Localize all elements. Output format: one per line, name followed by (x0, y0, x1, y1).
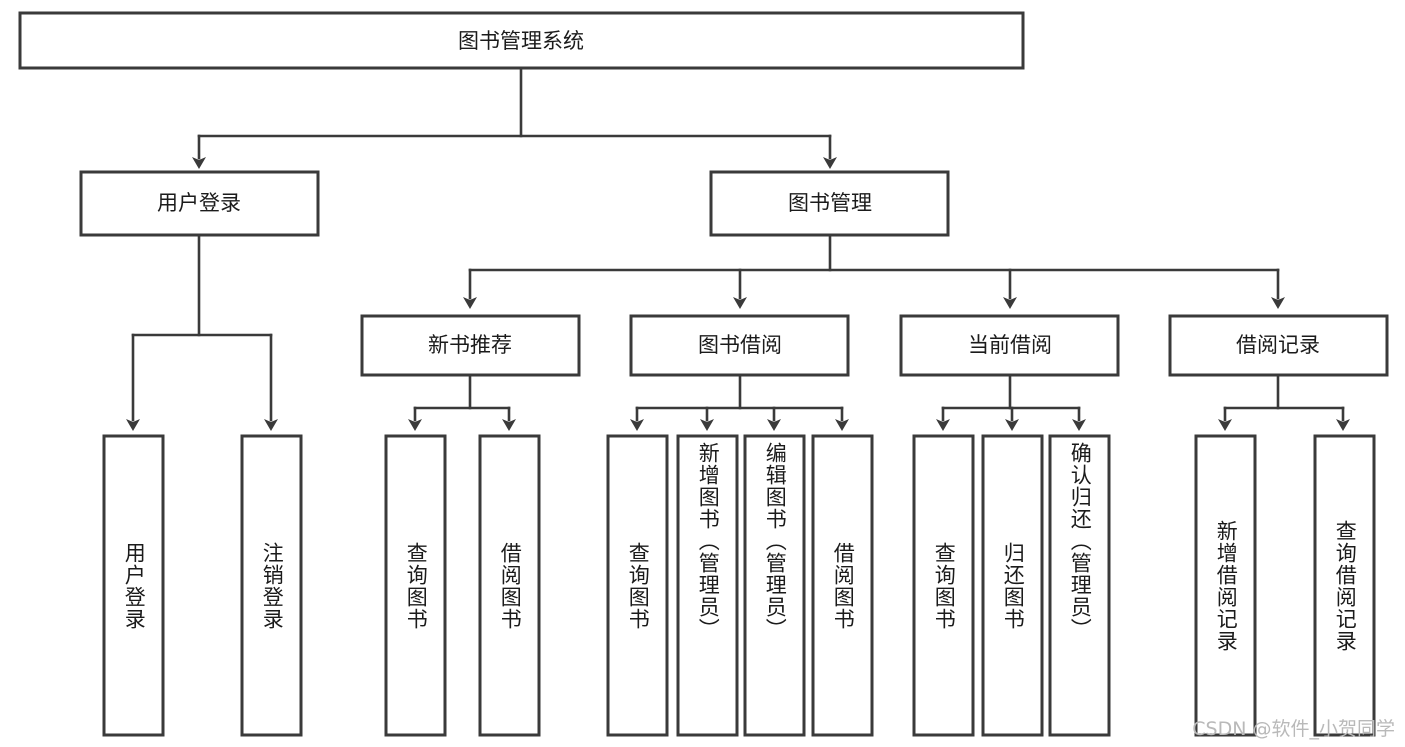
node-book-borrow[interactable]: 图书借阅 (629, 314, 850, 377)
leaf-node-return-book[interactable] (981, 434, 1044, 737)
node-root[interactable]: 图书管理系统 (18, 11, 1025, 70)
node-user-login[interactable]: 用户登录 (79, 170, 320, 237)
connector-book-mgmt-to-level3 (463, 230, 1285, 309)
node-current-borrow[interactable]: 当前借阅 (899, 314, 1120, 377)
connector-current-borrow-to-leaves (936, 373, 1086, 431)
node-new-book-recommend[interactable]: 新书推荐 (360, 314, 581, 377)
leaf-node-add-borrow-record[interactable] (1194, 434, 1257, 737)
leaf-node-edit-book-admin[interactable] (743, 434, 806, 737)
connector-user-login-to-leaves (126, 233, 278, 431)
leaf-node-query-book-borrow[interactable] (606, 434, 669, 737)
leaf-node-borrow-book-rec[interactable] (478, 434, 541, 737)
connector-book-borrow-to-leaves (630, 373, 849, 431)
node-root-label: 图书管理系统 (458, 29, 584, 53)
watermark: CSDN @软件_小贺同学 (1192, 718, 1395, 740)
connector-borrow-record-to-leaves (1218, 373, 1350, 431)
leaf-node-borrow-book[interactable] (811, 434, 874, 737)
leaf-node-confirm-return-admin[interactable] (1048, 434, 1111, 737)
node-new-book-recommend-label: 新书推荐 (428, 333, 512, 357)
node-current-borrow-label: 当前借阅 (968, 333, 1052, 357)
node-borrow-record[interactable]: 借阅记录 (1168, 314, 1389, 377)
connector-root-to-level2 (192, 66, 837, 169)
leaf-node-query-borrow-record[interactable] (1313, 434, 1376, 737)
node-book-management-label: 图书管理 (788, 191, 872, 215)
leaf-node-add-book-admin[interactable] (676, 434, 739, 737)
leaf-node-user-login[interactable] (102, 434, 165, 737)
node-book-borrow-label: 图书借阅 (698, 333, 782, 357)
leaf-node-query-book-rec[interactable] (384, 434, 447, 737)
node-book-management[interactable]: 图书管理 (709, 170, 950, 237)
node-borrow-record-label: 借阅记录 (1236, 333, 1320, 357)
node-user-login-label: 用户登录 (157, 191, 241, 215)
leaf-node-query-book-current[interactable] (912, 434, 975, 737)
leaf-node-logout[interactable] (240, 434, 303, 737)
connector-new-book-to-leaves (408, 373, 516, 431)
